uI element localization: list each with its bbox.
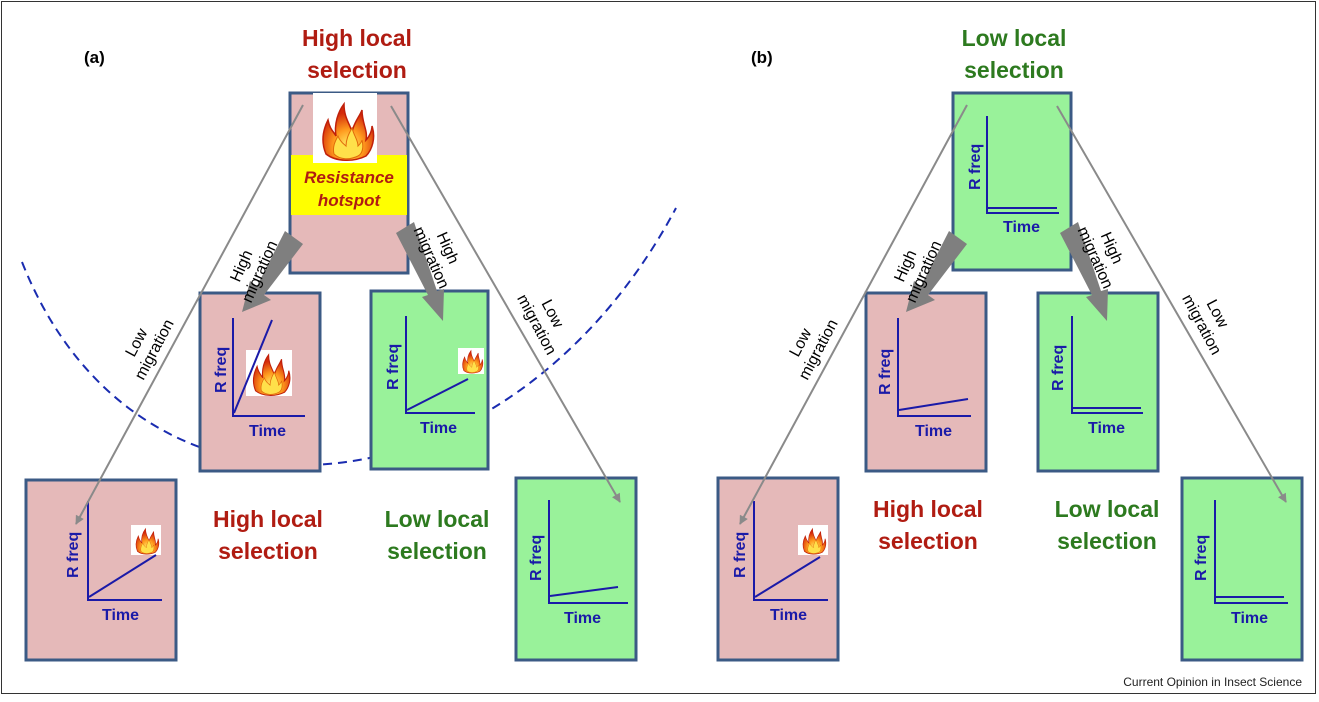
trend-line (88, 554, 157, 598)
x-axis-label: Time (102, 607, 139, 624)
bottom-label-b-right-line1: Low local (1055, 496, 1160, 522)
trend-line (754, 556, 821, 598)
top-title-b-line1: Low local (962, 25, 1067, 51)
thin-arrow-a-left (75, 104, 304, 525)
trend-line (233, 319, 273, 414)
thick-arrow-a-left (242, 231, 303, 312)
axes (232, 318, 305, 417)
y-axis-label: R freq (65, 532, 82, 578)
y-axis-label: R freq (385, 344, 402, 390)
panel-b: (b) Low local selection R freq Time R fr… (716, 25, 1304, 662)
thin-arrow-b-left (739, 104, 968, 525)
box-a-outer-right (514, 476, 638, 662)
panel-label-b: (b) (751, 48, 773, 67)
y-axis-label: R freq (1050, 345, 1067, 391)
axes (405, 316, 475, 414)
axes (1214, 500, 1288, 604)
axes (548, 500, 628, 604)
thin-arrow-b-right (1056, 105, 1287, 503)
trend-line (406, 378, 469, 411)
axes (986, 116, 1059, 214)
top-title-b-line2: selection (964, 57, 1064, 83)
top-title-a-line1: High local (302, 25, 412, 51)
axes (753, 501, 828, 601)
bottom-label-a-left-line1: High local (213, 506, 323, 532)
box-b-top (951, 91, 1073, 272)
hotspot-label-line1: Resistance (304, 168, 394, 187)
panel-a: (a) High local selection Resistance hots… (24, 25, 638, 662)
box-b-outer-right (1180, 476, 1304, 662)
axes (1071, 316, 1143, 414)
y-axis-label: R freq (967, 144, 984, 190)
x-axis-label: Time (770, 607, 807, 624)
top-title-a-line2: selection (307, 57, 407, 83)
bottom-label-b-left-line1: High local (873, 496, 983, 522)
x-axis-label: Time (915, 423, 952, 440)
bottom-label-b-right-line2: selection (1057, 528, 1157, 554)
y-axis-label: R freq (213, 347, 230, 393)
trend-line (549, 586, 619, 597)
x-axis-label: Time (1231, 610, 1268, 627)
thick-arrow-b-right (1060, 222, 1108, 321)
axes (897, 318, 971, 417)
box-a-outer-left (24, 478, 178, 662)
y-axis-label: R freq (528, 535, 545, 581)
hotspot-band (291, 155, 407, 215)
dashed-arc (21, 207, 677, 467)
bottom-label-a-left-line2: selection (218, 538, 318, 564)
trend-line (898, 398, 969, 411)
box-b-inner-left (864, 291, 988, 473)
y-axis-label: R freq (732, 532, 749, 578)
hotspot-label-line2: hotspot (318, 191, 382, 210)
x-axis-label: Time (249, 423, 286, 440)
axes (87, 501, 162, 601)
thick-arrow-b-left (906, 231, 967, 312)
thick-arrow-a-right (396, 222, 444, 321)
x-axis-label: Time (564, 610, 601, 627)
y-axis-label: R freq (1193, 535, 1210, 581)
thin-arrow-a-right (390, 105, 621, 503)
x-axis-label: Time (1088, 420, 1125, 437)
bottom-label-a-right-line1: Low local (385, 506, 490, 532)
x-axis-label: Time (420, 420, 457, 437)
x-axis-label: Time (1003, 219, 1040, 236)
credit-text: Current Opinion in Insect Science (1123, 675, 1302, 689)
box-b-outer-left (716, 476, 840, 662)
y-axis-label: R freq (877, 349, 894, 395)
bottom-label-a-right-line2: selection (387, 538, 487, 564)
bottom-label-b-left-line2: selection (878, 528, 978, 554)
panel-label-a: (a) (84, 48, 105, 67)
